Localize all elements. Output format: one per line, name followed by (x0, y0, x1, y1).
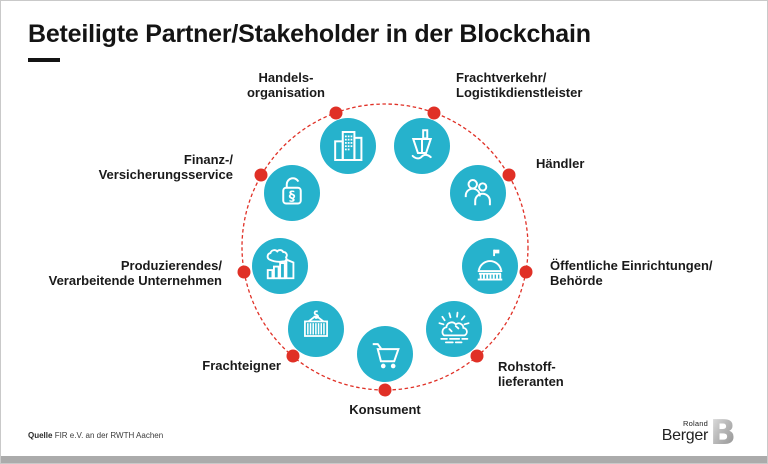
title-underline (28, 58, 60, 62)
ring-dot (427, 106, 441, 120)
label-finanz-versicherung: Finanz-/ Versicherungsservice (98, 152, 233, 182)
node-produzierende-unternehmen (252, 238, 308, 294)
ring-dot (254, 168, 268, 182)
cargo-container-icon (304, 310, 328, 337)
node-oeffentliche-einrichtungen (462, 238, 518, 294)
ring-dot (329, 106, 343, 120)
node-konsument (357, 326, 413, 382)
paragraph-lock-icon: § (282, 177, 302, 205)
label-oeffentliche-einrichtungen: Öffentliche Einrichtungen/ Behörde (550, 258, 713, 288)
roland-berger-logo: Roland Berger B (662, 414, 739, 448)
ring-dot (286, 349, 300, 363)
raw-materials-icon (438, 311, 470, 344)
source-text: FIR e.V. an der RWTH Aachen (54, 431, 164, 440)
two-people-icon (464, 179, 491, 206)
node-rohstofflieferanten (426, 301, 482, 357)
source-note: Quelle FIR e.V. an der RWTH Aachen (28, 431, 163, 440)
label-frachtverkehr: Frachtverkehr/ Logistikdienstleister (456, 70, 583, 100)
label-haendler: Händler (536, 156, 585, 171)
label-frachteigner: Frachteigner (202, 358, 281, 373)
ring-dot (378, 383, 392, 397)
blockchain-ring (241, 103, 529, 391)
ring-dot (519, 265, 533, 279)
node-handelsorganisation (320, 118, 376, 174)
slide-bottom-bar (1, 456, 767, 463)
ring-dot (502, 168, 516, 182)
logo-roland-text: Roland (683, 419, 708, 428)
factory-icon (266, 249, 295, 280)
label-produzierende-unternehmen: Produzierendes/ Verarbeitende Unternehme… (48, 258, 222, 288)
logo-b-mark: B (711, 414, 736, 448)
government-building-icon (477, 249, 503, 281)
label-handelsorganisation: Handels- organisation (246, 70, 325, 100)
paragraph-symbol: § (289, 190, 296, 205)
ring-dots (237, 106, 533, 397)
node-frachteigner (288, 301, 344, 357)
logo-b-letter: B (711, 414, 736, 448)
office-building-icon (334, 131, 363, 161)
source-label: Quelle (28, 431, 53, 440)
page-title: Beteiligte Partner/Stakeholder in der Bl… (28, 20, 591, 48)
node-haendler (450, 165, 506, 221)
node-finanz-versicherung: § (264, 165, 320, 221)
ring-dot (237, 265, 251, 279)
label-konsument: Konsument (349, 402, 421, 417)
logo-berger-text: Berger (661, 427, 709, 444)
ring-dot (470, 349, 484, 363)
label-rohstofflieferanten: Rohstoff- lieferanten (498, 359, 564, 389)
cargo-ship-icon (411, 129, 433, 160)
shopping-cart-icon (372, 343, 400, 369)
node-frachtverkehr (394, 118, 450, 174)
